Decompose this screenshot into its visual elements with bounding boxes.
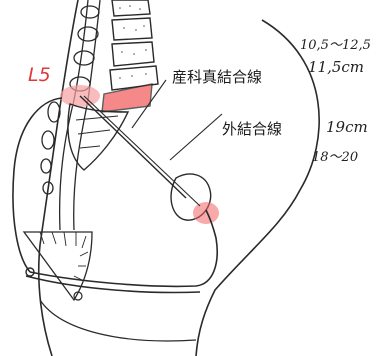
conjugata-vera-label: 産科真結合線 (172, 66, 262, 87)
vertebral-bodies (110, 0, 158, 90)
scale-ticks (40, 232, 88, 280)
external-range-note: 18〜20 (312, 146, 358, 165)
l5-label: L5 (28, 64, 51, 86)
conjugata-range-note: 10,5〜12,5 (300, 34, 371, 53)
pelvimeter (13, 98, 217, 292)
back-contour (39, 0, 78, 356)
external-value-note: 19cm (326, 118, 368, 136)
conjugata-value-note: 11,5cm (308, 58, 364, 76)
thigh-contour (40, 300, 196, 341)
external-leader (170, 114, 222, 160)
external-conjugate-line (84, 96, 200, 206)
symphysis-highlight (193, 202, 219, 224)
conjugata-vera-line (80, 96, 186, 198)
external-conjugate-label: 外結合線 (222, 118, 282, 139)
